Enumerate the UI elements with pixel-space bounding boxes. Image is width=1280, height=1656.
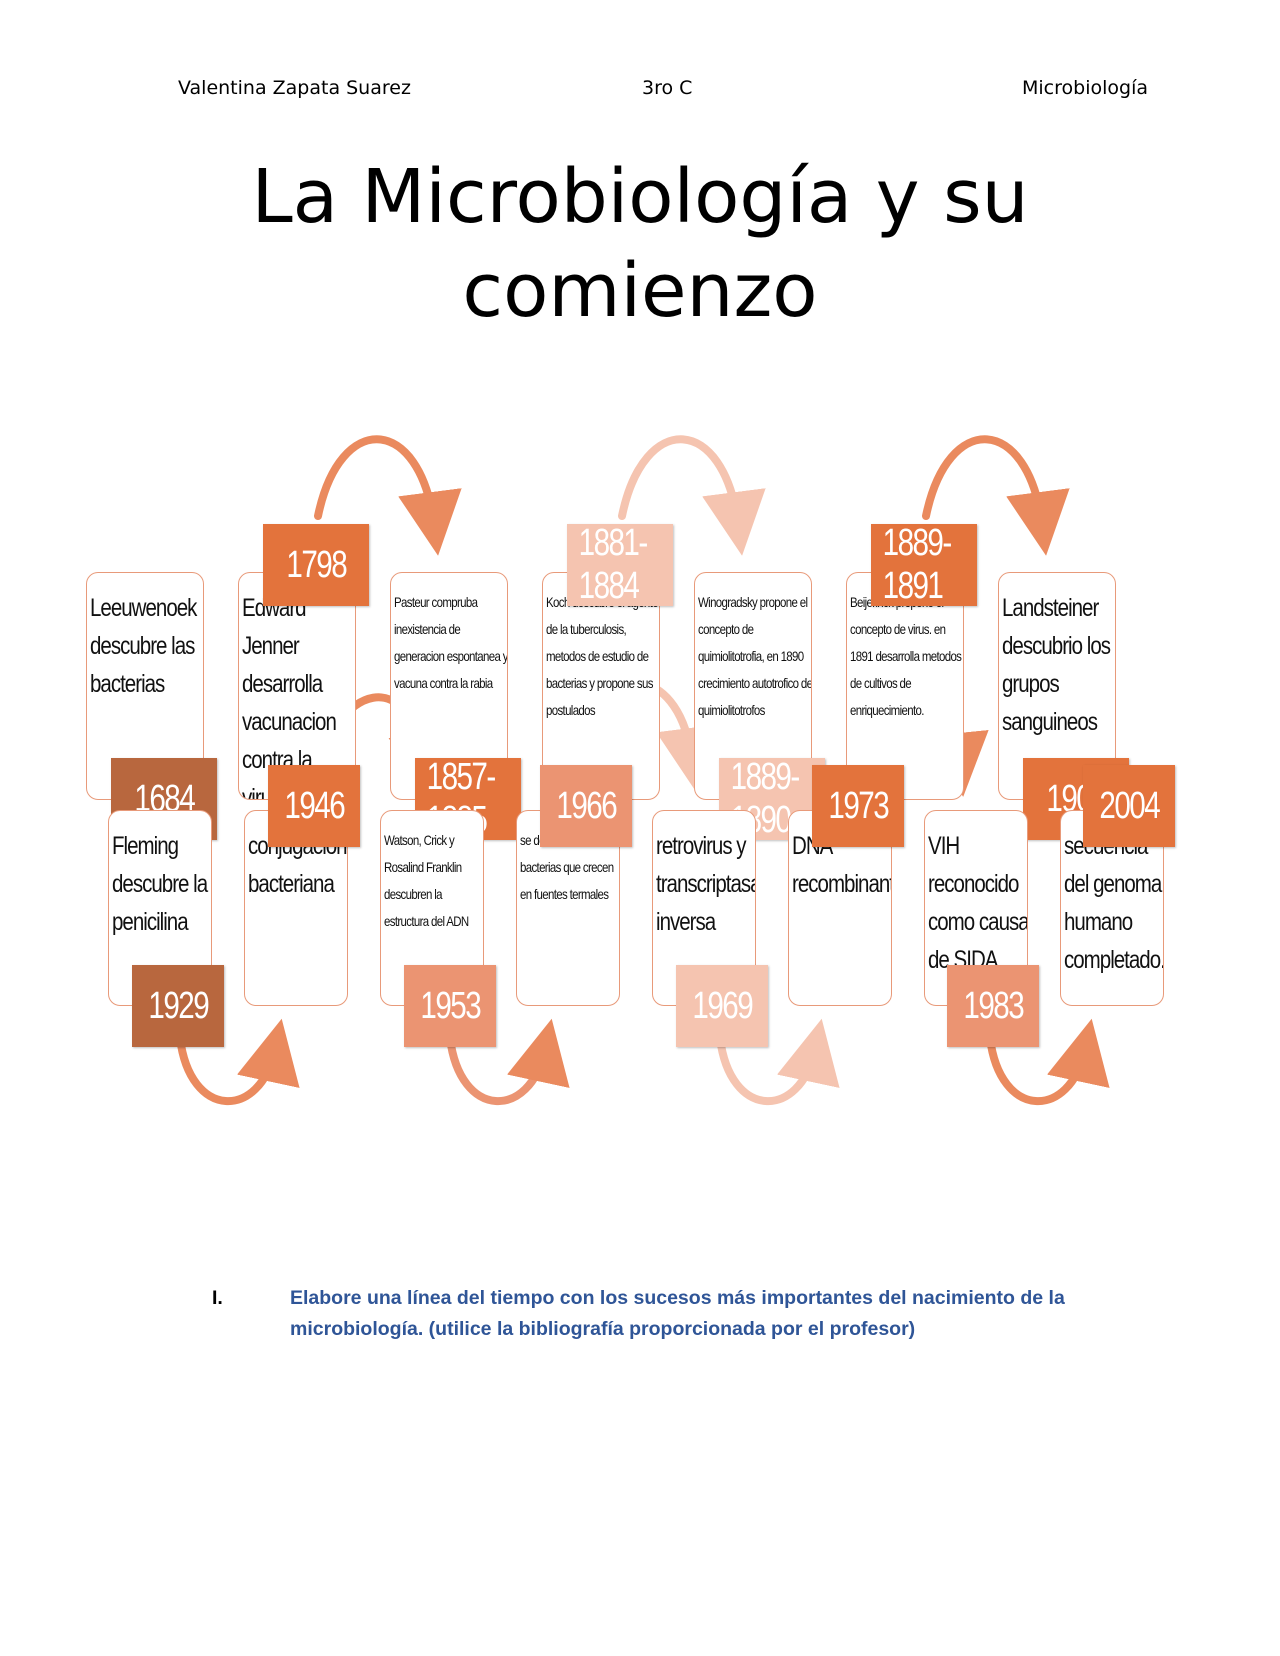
- event-text: Leeuwenoek descubre las bacterias: [90, 594, 197, 698]
- timeline-graphic: Leeuwenoek descubre las bacterias Edward…: [0, 420, 1280, 1140]
- arrow-1983: [986, 1018, 1110, 1106]
- event-text: Koch descubre el agente de la tuberculos…: [546, 594, 659, 718]
- arrow-1929: [176, 1018, 300, 1106]
- event-text: Winogradsky propone el concepto de quimi…: [698, 594, 812, 718]
- event-text: Beijerinck propone el concepto de virus.…: [850, 594, 962, 718]
- event-text: Watson, Crick y Rosalind Franklin descub…: [384, 832, 469, 929]
- arrow-1798: [314, 435, 462, 556]
- year-badge-1966: 1966: [540, 765, 632, 847]
- year-badge-1929: 1929: [132, 965, 224, 1047]
- event-text: Pasteur compruba inexistencia de generac…: [394, 594, 508, 691]
- arrow-1889-1891: [922, 435, 1070, 556]
- title-line-2: comienzo: [462, 248, 818, 334]
- year-badge-1983: 1983: [947, 965, 1039, 1047]
- year-badge-1946: 1946: [268, 765, 360, 847]
- title-line-1: La Microbiología y su: [251, 154, 1029, 240]
- instruction: I. Elabore una línea del tiempo con los …: [212, 1283, 1092, 1345]
- group-label: 3ro C: [642, 77, 693, 99]
- student-name: Valentina Zapata Suarez: [178, 77, 411, 99]
- year-badge-1953: 1953: [404, 965, 496, 1047]
- arrow-1881: [618, 435, 766, 556]
- arrow-1953: [446, 1018, 570, 1106]
- year-badge-1798: 1798: [263, 524, 369, 606]
- event-text: secuencia del genoma humano completado.: [1064, 832, 1164, 974]
- year-badge-1973: 1973: [812, 765, 904, 847]
- instruction-number: I.: [212, 1287, 223, 1309]
- event-text: retrovirus y transcriptasa inversa: [656, 832, 756, 936]
- year-badge-1969: 1969: [676, 965, 768, 1047]
- page-title: La Microbiología y su comienzo: [140, 150, 1140, 338]
- event-text: Landsteiner descubrio los grupos sanguin…: [1002, 594, 1111, 736]
- year-badge-1889-1891: 1889-1891: [871, 522, 977, 607]
- event-text: VIH reconocido como causa de SIDA: [928, 832, 1028, 974]
- event-card-1889-1891: Beijerinck propone el concepto de virus.…: [846, 572, 964, 800]
- instruction-text: Elabore una línea del tiempo con los suc…: [290, 1287, 1065, 1340]
- event-text: Fleming descubre la penicilina: [112, 832, 208, 936]
- year-badge-2004: 2004: [1083, 765, 1175, 847]
- year-badge-1881: 1881-1884: [567, 522, 673, 607]
- arrow-1969: [716, 1018, 840, 1106]
- subject-label: Microbiología: [1022, 77, 1148, 99]
